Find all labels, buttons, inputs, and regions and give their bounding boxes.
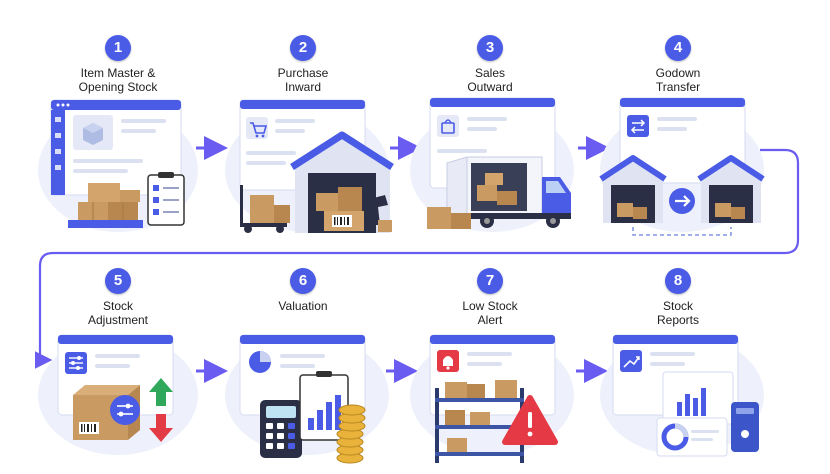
step-3: 3 Sales Outward [405,35,575,94]
step-label: Stock Reports [656,299,700,327]
bell-icon [443,356,453,370]
wrap-connector [34,148,800,369]
step-badge: 7 [477,268,503,294]
sliders-icon [69,356,83,370]
illustration-godown-transfer [599,97,765,236]
step-label: Valuation [278,299,328,313]
step-label: Godown Transfer [655,66,701,94]
step-badge: 5 [105,268,131,294]
step-badge: 1 [105,35,131,61]
step-label: Sales Outward [467,66,513,94]
step-label: Purchase Inward [277,66,329,94]
step-5: 5 Stock Adjustment [33,268,203,327]
illustration-low-stock-alert [410,334,574,463]
step-7: 7 Low Stock Alert [405,268,575,327]
shopping-bag-icon [441,119,455,134]
step-8: 8 Stock Reports [593,268,763,327]
cart-icon [250,122,268,138]
pie-chart-icon [249,351,271,373]
illustration-stock-adjustment [38,334,198,455]
box-cube-icon [83,123,103,145]
step-label: Item Master & Opening Stock [78,66,158,94]
step-4: 4 Godown Transfer [593,35,763,94]
step-label: Low Stock Alert [462,299,518,327]
step-badge: 8 [665,268,691,294]
arrow-up-icon [149,378,173,406]
illustration-stock-reports [600,334,764,457]
illustration-item-master [38,99,198,232]
illustration-sales-outward [410,97,574,232]
step-badge: 2 [290,35,316,61]
arrow-down-icon [149,414,173,442]
step-badge: 3 [477,35,503,61]
step-1: 1 Item Master & Opening Stock [33,35,203,94]
trend-chart-icon [623,356,640,368]
step-label: Stock Adjustment [87,299,149,327]
transfer-arrows-icon [630,119,646,134]
illustration-valuation [225,334,389,464]
illustration-purchase-inward [225,99,394,233]
step-2: 2 Purchase Inward [218,35,388,94]
step-6: 6 Valuation [218,268,388,313]
step-badge: 4 [665,35,691,61]
step-badge: 6 [290,268,316,294]
